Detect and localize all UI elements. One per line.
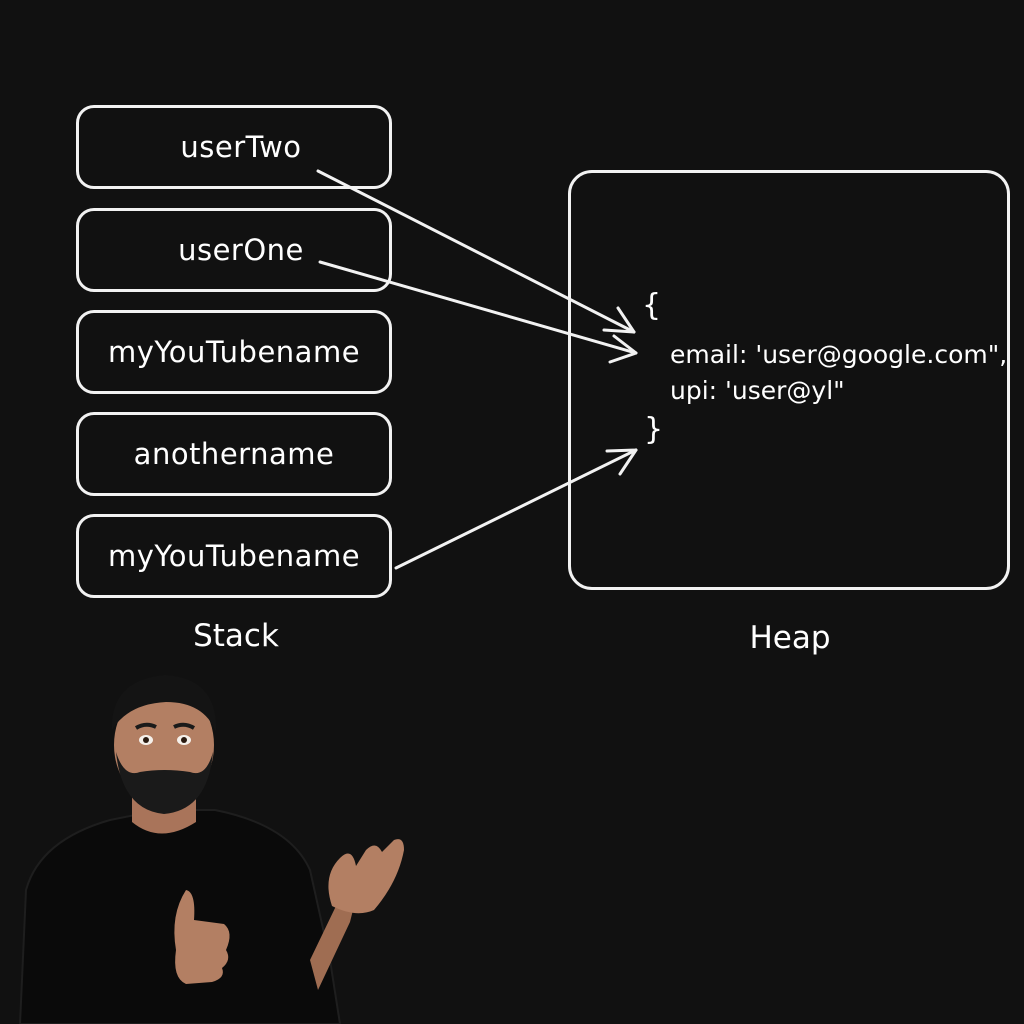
arrow-userone-to-heap bbox=[318, 260, 638, 364]
stack-item-label: userOne bbox=[178, 233, 304, 267]
stack-item-label: anothername bbox=[133, 437, 335, 471]
heap-line-upi: upi: 'user@yl" bbox=[670, 376, 845, 405]
stack-item-label: myYouTubename bbox=[107, 335, 361, 369]
arrow-myyoutubename-to-heap bbox=[394, 448, 638, 570]
heap-label: Heap bbox=[749, 620, 831, 656]
stack-item-usertwo: userTwo bbox=[76, 105, 392, 189]
stack-label: Stack bbox=[193, 618, 279, 654]
stack-item-anothername: anothername bbox=[76, 412, 392, 496]
stack-item-label: myYouTubename bbox=[107, 539, 361, 573]
heap-line-email: email: 'user@google.com", bbox=[670, 340, 1008, 369]
arrow-usertwo-to-heap bbox=[316, 169, 636, 334]
stack-item-myyoutubename-2: myYouTubename bbox=[76, 514, 392, 598]
stack-item-label: userTwo bbox=[180, 130, 302, 164]
stack-item-userone: userOne bbox=[76, 208, 392, 292]
stack-item-myyoutubename-1: myYouTubename bbox=[76, 310, 392, 394]
presenter-figure bbox=[18, 675, 404, 1024]
heap-box bbox=[568, 170, 1010, 590]
heap-close-brace: } bbox=[644, 412, 664, 447]
reference-arrows bbox=[316, 169, 638, 570]
heap-open-brace: { bbox=[642, 288, 662, 323]
